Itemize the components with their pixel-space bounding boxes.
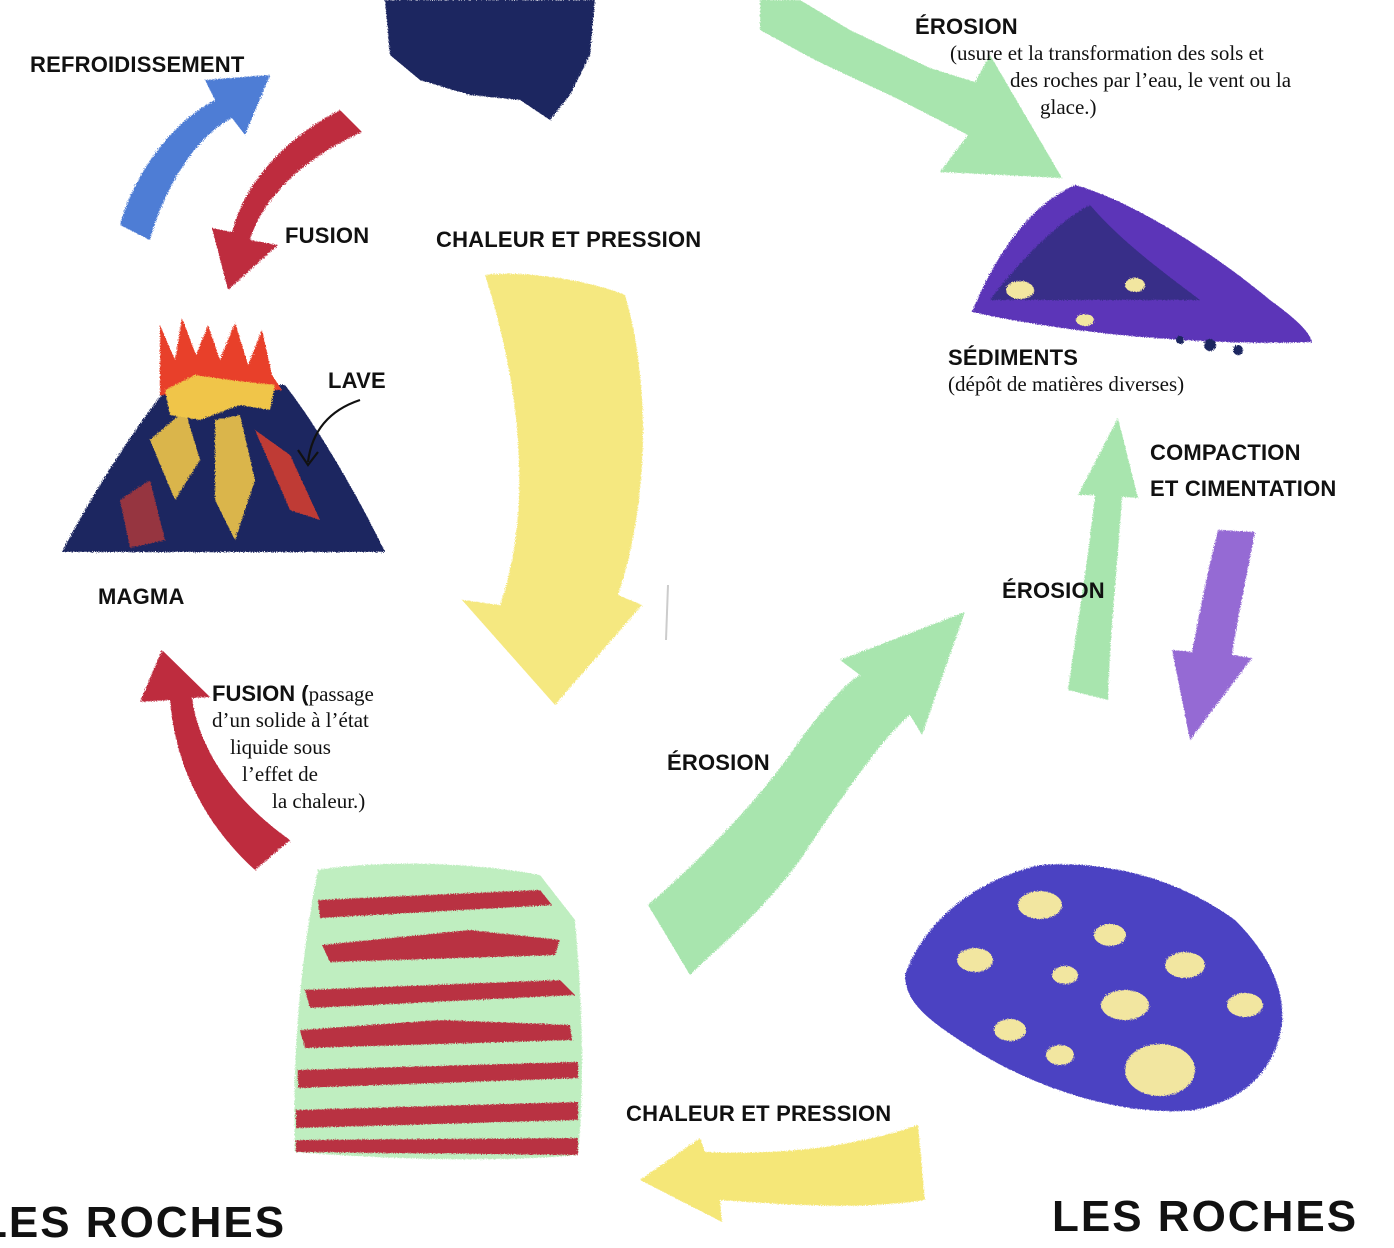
sediments-desc: (dépôt de matières diverses) bbox=[948, 371, 1184, 398]
erosion-top-desc-line1: (usure et la transformation des sols et bbox=[950, 40, 1264, 67]
compaction-arrow-up bbox=[1068, 418, 1138, 700]
heat-pressure-top-label: CHALEUR ET PRESSION bbox=[436, 227, 701, 253]
refroidissement-label: REFROIDISSEMENT bbox=[30, 52, 244, 78]
erosion-right-label: ÉROSION bbox=[1002, 578, 1105, 604]
pencil-mark-decoration bbox=[666, 585, 668, 640]
heat-pressure-bottom-label: CHALEUR ET PRESSION bbox=[626, 1101, 891, 1127]
magma-label: MAGMA bbox=[98, 584, 185, 610]
sediments-label: SÉDIMENTS bbox=[948, 345, 1078, 371]
igneous-rock-top bbox=[385, 0, 595, 120]
erosion-middle-label: ÉROSION bbox=[667, 750, 770, 776]
fusion-lower-desc-5: la chaleur.) bbox=[272, 788, 365, 815]
fusion-lower-desc-2: d’un solide à l’état bbox=[212, 707, 369, 734]
metamorphic-rock bbox=[294, 864, 582, 1160]
erosion-top-label: ÉROSION bbox=[915, 14, 1018, 40]
fusion-lower-desc-1: passage bbox=[309, 682, 374, 706]
sedimentary-rock bbox=[905, 864, 1282, 1111]
title-right-partial: LES ROCHES bbox=[1052, 1192, 1358, 1242]
sediments-pile bbox=[972, 185, 1312, 355]
heat-pressure-arrow-bottom bbox=[640, 1125, 925, 1222]
fusion-lower-label: FUSION ( bbox=[212, 681, 309, 706]
title-left-partial: LES ROCHES bbox=[0, 1198, 286, 1248]
compaction-arrow-down bbox=[1172, 530, 1255, 740]
fusion-arrow-upper bbox=[212, 110, 362, 290]
erosion-arrow-middle bbox=[648, 612, 965, 975]
erosion-top-desc-line2: des roches par l’eau, le vent ou la bbox=[1010, 67, 1291, 94]
rock-cycle-diagram bbox=[0, 0, 1394, 1222]
fusion-lower-line1: FUSION (passage bbox=[212, 680, 374, 708]
compaction-label-line2: ET CIMENTATION bbox=[1150, 476, 1337, 502]
fusion-lower-desc-3: liquide sous bbox=[230, 734, 331, 761]
fusion-upper-label: FUSION bbox=[285, 223, 369, 249]
lave-label: LAVE bbox=[328, 368, 386, 394]
heat-pressure-arrow-top bbox=[462, 274, 643, 705]
volcano bbox=[62, 318, 385, 552]
fusion-lower-desc-4: l’effet de bbox=[242, 761, 318, 788]
erosion-top-desc-line3: glace.) bbox=[1040, 94, 1097, 121]
compaction-label-line1: COMPACTION bbox=[1150, 440, 1301, 466]
